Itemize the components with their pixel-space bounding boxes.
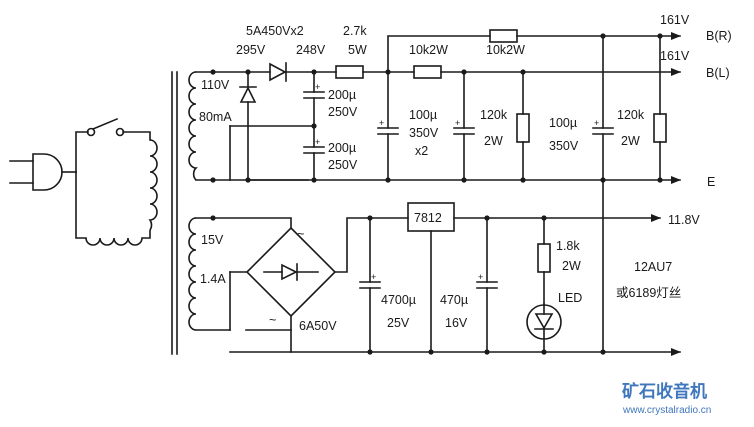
- junction-dots-lv: [367, 215, 606, 355]
- output-l-name: B(L): [706, 66, 730, 80]
- bridge-ac-bottom: ~: [269, 313, 276, 327]
- svg-text:+: +: [379, 118, 384, 128]
- watermark-title: 矿石收音机: [622, 381, 707, 402]
- output-l-voltage: 161V: [660, 49, 690, 63]
- hv-secondary-current: 80mA: [199, 110, 232, 124]
- resistor-120k-a: [516, 71, 530, 181]
- transformer-primary: [148, 71, 178, 355]
- bridge-rating: 6A50V: [299, 319, 337, 333]
- transformer-lv-secondary: [188, 217, 231, 331]
- svg-text:+: +: [455, 118, 460, 128]
- mains-switch: [75, 117, 151, 239]
- led-branch: [526, 217, 562, 353]
- tube-type: 12AU7: [634, 260, 672, 274]
- output-11v8: 11.8V: [668, 213, 700, 227]
- cap6-voltage: 16V: [445, 316, 468, 330]
- bridge-rectifier: [212, 217, 681, 356]
- r120a-value: 120k: [480, 108, 508, 122]
- cap5-value: 4700µ: [381, 293, 416, 307]
- svg-text:+: +: [315, 137, 320, 147]
- cap3-voltage: 350V: [409, 126, 439, 140]
- regulator-label: 7812: [414, 211, 442, 225]
- capacitor-120k-section: +: [453, 71, 475, 181]
- resistor-120k-b: [653, 35, 667, 181]
- capacitor-100u-350v: +: [592, 35, 614, 181]
- cap2-value: 200µ: [328, 141, 356, 155]
- capacitor-200u-b: +: [303, 125, 325, 181]
- svg-text:+: +: [371, 272, 376, 282]
- r120b-watts: 2W: [621, 134, 640, 148]
- cap3-count: x2: [415, 144, 428, 158]
- led-resistor-value: 1.8k: [556, 239, 580, 253]
- rail-b-right-branch: [387, 35, 491, 73]
- mains-fuse-loop: [85, 230, 151, 246]
- cap4-voltage: 350V: [549, 139, 579, 153]
- led-resistor-watts: 2W: [562, 259, 581, 273]
- mains-plug: [9, 153, 77, 191]
- capacitor-4700u: +: [359, 217, 381, 353]
- svg-text:+: +: [478, 272, 483, 282]
- resistor-10k: [489, 29, 518, 43]
- cap1-value: 200µ: [328, 88, 356, 102]
- transformer-hv-secondary: [188, 71, 214, 181]
- bridge-ac-top: ~: [297, 227, 304, 241]
- cap6-value: 470µ: [440, 293, 468, 307]
- output-r-voltage: 161V: [660, 13, 690, 27]
- cap3-value: 100µ: [409, 108, 437, 122]
- resistor-10k-x2: [413, 65, 442, 79]
- junction-dots-hv: [210, 33, 663, 183]
- led-label: LED: [558, 291, 582, 305]
- cap1-voltage: 250V: [328, 105, 358, 119]
- capacitor-100u-x2: +: [377, 71, 399, 181]
- svg-text:+: +: [594, 118, 599, 128]
- svg-text:+: +: [315, 82, 320, 92]
- lv-secondary-current: 1.4A: [200, 272, 226, 286]
- diode-rating: 5A450Vx2: [246, 24, 304, 38]
- resistor-2k7: [335, 65, 364, 79]
- resistor-2k7-value: 2.7k: [343, 24, 367, 38]
- lv-secondary-voltage: 15V: [201, 233, 224, 247]
- filament-label: 或6189灯丝: [616, 286, 681, 300]
- resistor-10k-x2-label: 10k2W: [409, 43, 448, 57]
- cap5-voltage: 25V: [387, 316, 410, 330]
- capacitor-470u: +: [476, 217, 498, 353]
- watermark-url: www.crystalradio.cn: [622, 405, 711, 416]
- r120b-value: 120k: [617, 108, 645, 122]
- cap4-value: 100µ: [549, 116, 577, 130]
- r120a-watts: 2W: [484, 134, 503, 148]
- voltage-248v: 248V: [296, 43, 326, 57]
- cap2-voltage: 250V: [328, 158, 358, 172]
- ground-label: E: [707, 175, 715, 189]
- voltage-295v: 295V: [236, 43, 266, 57]
- hv-secondary-voltage: 110V: [201, 78, 230, 92]
- output-r-name: B(R): [706, 29, 732, 43]
- resistor-2k7-watts: 5W: [348, 43, 367, 57]
- series-diode: [269, 62, 287, 82]
- resistor-10k-label: 10k2W: [486, 43, 525, 57]
- capacitor-200u-a: +: [303, 71, 325, 127]
